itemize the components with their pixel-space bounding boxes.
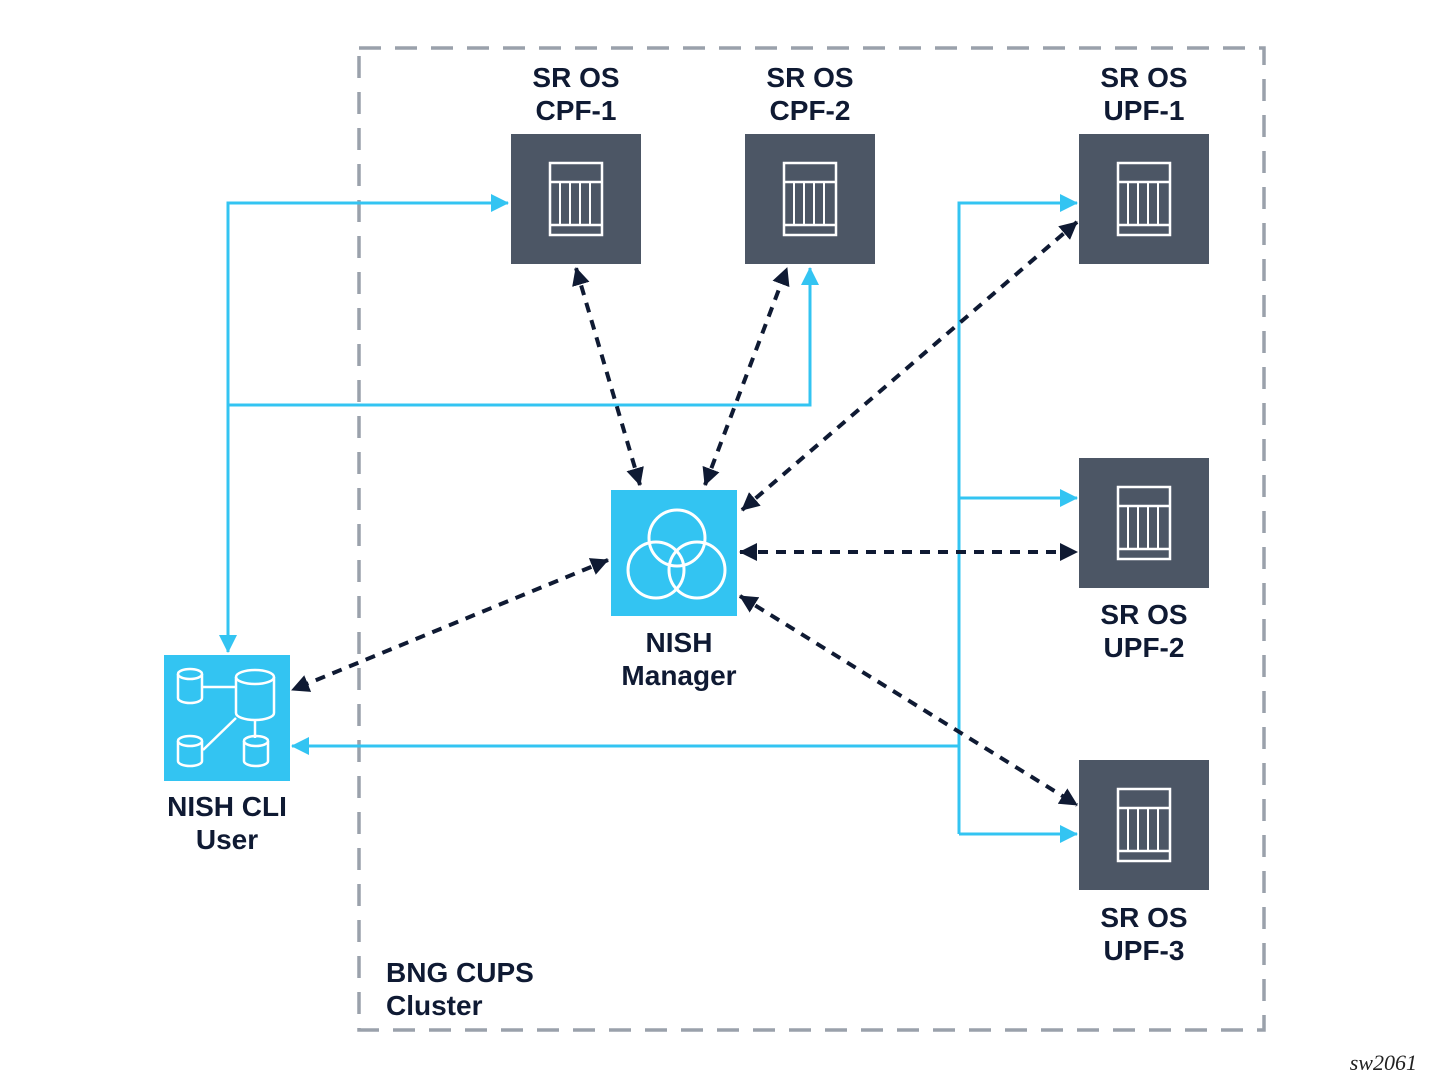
node-cpf1[interactable] (511, 134, 641, 264)
node-upf2[interactable] (1079, 458, 1209, 588)
label-cpf1: SR OS CPF-1 (532, 62, 620, 126)
database-cluster-icon (176, 667, 276, 768)
node-upf1[interactable] (1079, 134, 1209, 264)
cluster-label: BNG CUPS Cluster (386, 957, 534, 1021)
link-mgr-cpf2 (702, 267, 790, 486)
figure-id: sw2061 (1349, 1050, 1417, 1075)
link-mgr-cli (291, 558, 609, 692)
venn-circles-icon (626, 508, 727, 600)
link-mgr-cpf1 (572, 267, 644, 486)
label-upf2: SR OS UPF-2 (1100, 599, 1188, 663)
node-nish-cli[interactable] (164, 655, 290, 781)
label-upf1: SR OS UPF-1 (1100, 62, 1188, 126)
link-mgr-upf3 (738, 594, 1079, 807)
label-nish-cli: NISH CLI User (167, 791, 287, 855)
node-nish-manager[interactable] (611, 490, 737, 616)
link-cli-to-cpf1 (226, 194, 509, 652)
upf-bus (957, 194, 1078, 834)
node-upf3[interactable] (1079, 760, 1209, 890)
cluster-boundary (357, 46, 1266, 1032)
dashed-links (291, 220, 1079, 807)
link-cli-to-cpf2 (228, 267, 819, 407)
node-cpf2[interactable] (745, 134, 875, 264)
link-mgr-upf1 (740, 220, 1079, 512)
label-nish-manager: NISH Manager (621, 627, 737, 691)
label-upf3: SR OS UPF-3 (1100, 902, 1188, 966)
label-cpf2: SR OS CPF-2 (766, 62, 854, 126)
